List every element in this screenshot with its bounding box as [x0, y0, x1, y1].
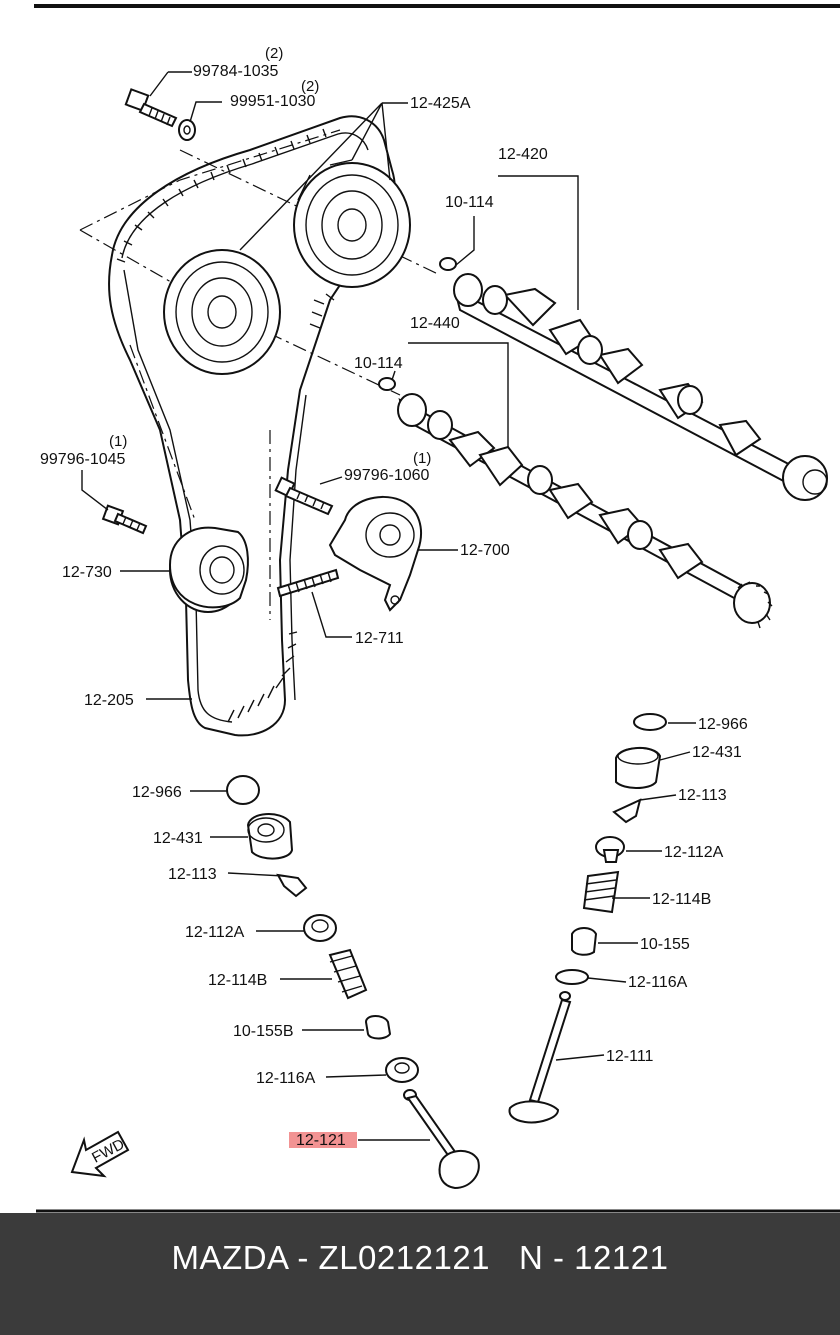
camshaft-upper [439, 257, 828, 501]
label-12-440: 12-440 [410, 315, 460, 332]
camshaft-pulley-lower [163, 249, 281, 375]
qty-99784: (2) [265, 45, 283, 62]
parts-diagram: FWD (2) 99784-1035 [34, 4, 840, 1213]
bolt-99796-1060-icon [274, 476, 334, 516]
label-12-121-highlighted[interactable]: 12-121 [296, 1132, 346, 1149]
label-99796-1060: 99796-1060 [344, 467, 430, 484]
spring-12711-icon [276, 568, 340, 598]
camshaft-pulley-upper [293, 159, 411, 288]
label-99951-1030: 99951-1030 [230, 93, 316, 110]
qty-99796-1060: (1) [413, 450, 431, 467]
label-12-431-right: 12-431 [692, 744, 742, 761]
label-12-420: 12-420 [498, 146, 548, 163]
washer-99951-icon [178, 119, 196, 141]
qty-99951: (2) [301, 78, 319, 95]
label-12-112a-left: 12-112A [185, 924, 245, 941]
label-12-114b-left: 12-114B [208, 972, 267, 989]
camshaft-lower [378, 377, 773, 629]
footer-part-number: MAZDA - ZL0212121 N - 12121 [171, 1239, 669, 1276]
label-12-700: 12-700 [460, 542, 510, 559]
label-12-966-left: 12-966 [132, 784, 182, 801]
label-12-116a-right: 12-116A [628, 974, 688, 991]
label-12-431-left: 12-431 [153, 830, 203, 847]
label-99796-1045: 99796-1045 [40, 451, 126, 468]
left-valve-train [226, 775, 480, 1190]
label-12-205: 12-205 [84, 692, 134, 709]
belt-teeth [116, 128, 335, 723]
qty-99796-1045: (1) [109, 433, 127, 450]
label-10-155b-left: 10-155B [233, 1023, 294, 1040]
part-labels: (2) 99784-1035 (2) 99951-1030 12-425A 12… [40, 45, 748, 1149]
right-valve-train [508, 713, 667, 1124]
highlight-box [289, 1132, 357, 1148]
label-12-113-right: 12-113 [678, 787, 727, 804]
label-99784-1035: 99784-1035 [193, 63, 279, 80]
bolt-99784-icon [124, 88, 178, 128]
label-10-155-right: 10-155 [640, 936, 690, 953]
tensioner-12700 [328, 495, 422, 612]
label-12-711: 12-711 [355, 630, 404, 647]
fwd-arrow-icon: FWD [70, 1130, 130, 1178]
label-10-114-upper: 10-114 [445, 194, 494, 211]
label-12-112a-right: 12-112A [664, 844, 724, 861]
leader-lines [81, 71, 696, 1141]
label-12-113-left: 12-113 [168, 866, 217, 883]
footer-bar: MAZDA - ZL0212121 N - 12121 [0, 1213, 840, 1335]
label-12-116a-left: 12-116A [256, 1070, 316, 1087]
label-12-114b-right: 12-114B [652, 891, 711, 908]
label-12-111-right: 12-111 [606, 1048, 654, 1065]
bolt-99796-1045-icon [101, 504, 148, 535]
label-12-966-right: 12-966 [698, 716, 748, 733]
label-12-425a: 12-425A [410, 95, 471, 112]
label-12-730: 12-730 [62, 564, 112, 581]
idler-12730 [168, 526, 249, 613]
label-10-114-lower: 10-114 [354, 355, 403, 372]
